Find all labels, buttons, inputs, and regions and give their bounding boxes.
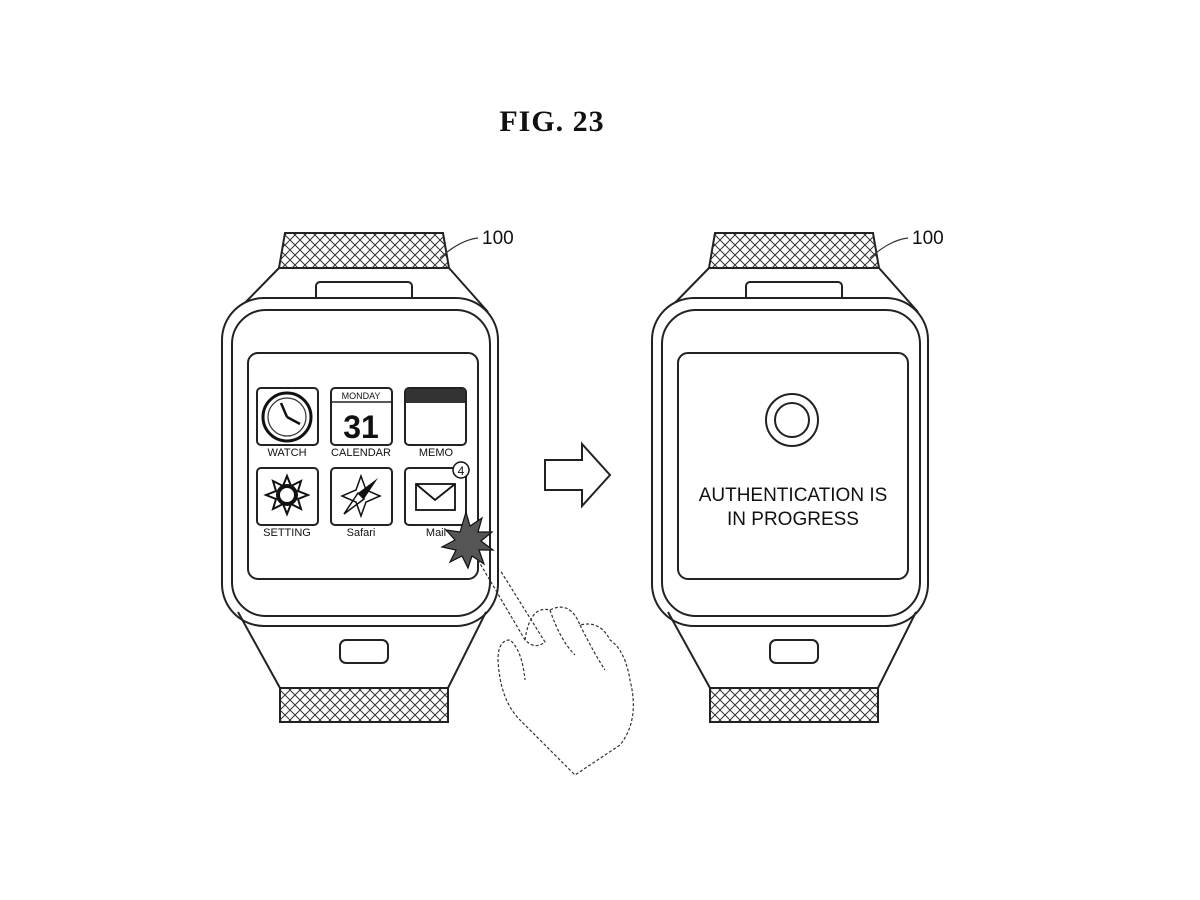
gear-icon [263,473,311,517]
envelope-icon [415,483,456,511]
app-label: WATCH [267,447,306,459]
calendar-day: MONDAY [342,391,381,401]
app-label: Mail [426,527,446,539]
arrow-right-icon [544,441,612,509]
auth-message-line2: IN PROGRESS [727,509,859,530]
auth-message-line1: AUTHENTICATION IS [699,485,888,506]
app-label: SETTING [263,527,311,539]
hand-icon [477,559,634,776]
svg-text:4: 4 [458,464,465,478]
fingerprint-circle-icon[interactable] [765,393,819,447]
figure-title: FIG. 23 [499,105,604,138]
touch-burst-icon [440,509,495,570]
app-calendar[interactable]: MONDAY 31 CALENDAR [330,387,393,459]
reference-numeral: 100 [912,228,944,249]
app-label: Safari [347,527,376,539]
app-setting[interactable]: SETTING [256,467,319,539]
app-safari[interactable]: Safari [330,467,393,539]
notification-badge: 4 [452,461,470,479]
app-mail[interactable]: Mail 4 [404,461,470,539]
watch-frame [651,232,929,723]
left-watch: 100 WATCH MONDAY 31 CALENDAR MEMO [221,228,634,776]
app-label: CALENDAR [331,447,391,459]
reference-numeral: 100 [482,228,514,249]
compass-icon [340,473,382,519]
right-watch: 100 AUTHENTICATION IS IN PROGRESS [651,228,944,723]
app-label: MEMO [419,447,454,459]
clock-icon [261,391,313,443]
app-memo[interactable]: MEMO [404,387,467,459]
calendar-date: 31 [343,409,379,445]
app-watch[interactable]: WATCH [256,387,319,459]
memo-icon [406,389,465,403]
